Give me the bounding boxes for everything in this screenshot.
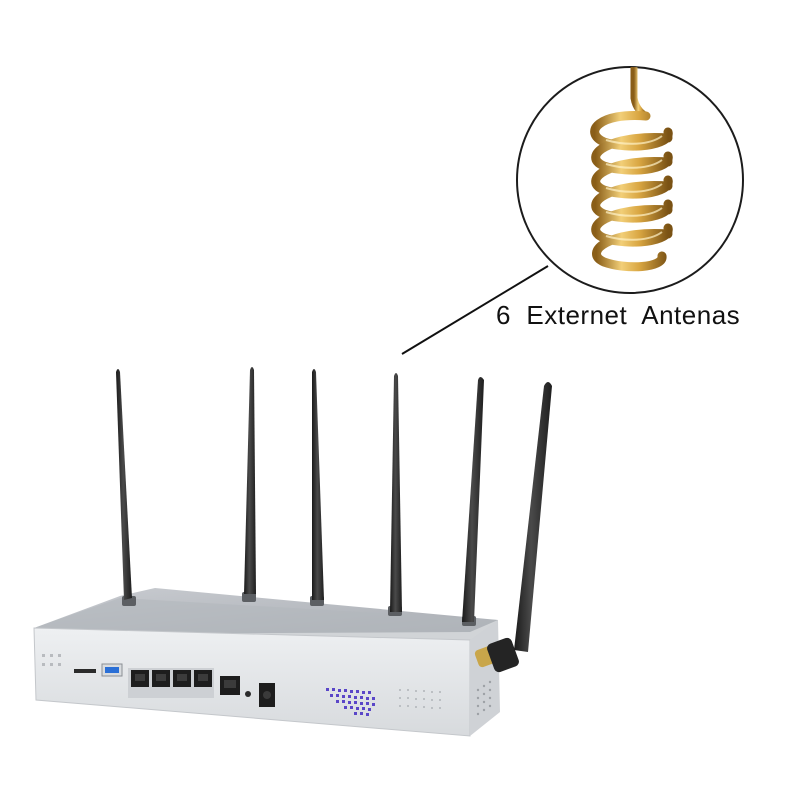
coil-spring-callout (516, 66, 744, 294)
router-side-panel (470, 620, 500, 736)
lan-port (152, 670, 170, 687)
lan-port (131, 670, 149, 687)
antenna (242, 367, 256, 602)
antenna-caption: 6 Externet Antenas (496, 300, 741, 330)
wan-port (220, 676, 240, 695)
status-leds (42, 654, 61, 666)
reset-button (245, 691, 251, 697)
front-vents (399, 689, 441, 709)
side-vents (476, 680, 492, 716)
router-front-panel (33, 627, 471, 737)
router (33, 588, 500, 737)
antenna (474, 382, 552, 673)
usb-port (101, 663, 123, 677)
sim-card-slot (74, 669, 96, 673)
lan-port (194, 670, 212, 687)
antenna (388, 373, 402, 616)
antenna (462, 377, 484, 626)
brand-logo-dots (326, 688, 375, 716)
lan-port (173, 670, 191, 687)
antenna (310, 369, 324, 606)
power-jack (259, 683, 275, 707)
coil-spring-image (590, 67, 673, 272)
antenna (116, 369, 136, 606)
callout-pointer-line (401, 265, 549, 355)
